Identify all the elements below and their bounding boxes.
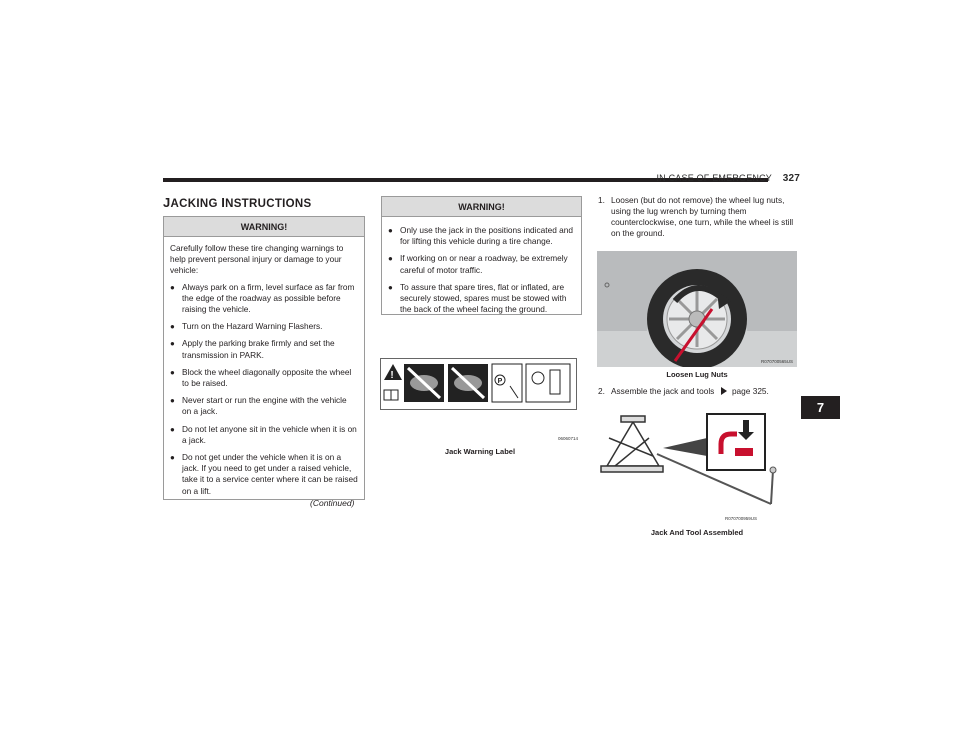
- warning-item: Never start or run the engine with the v…: [170, 395, 358, 417]
- warning-item: Block the wheel diagonally opposite the …: [170, 367, 358, 389]
- page-reference-link[interactable]: page 325.: [731, 386, 769, 396]
- warning-item: Do not let anyone sit in the vehicle whe…: [170, 424, 358, 446]
- continued-note: (Continued): [310, 498, 355, 508]
- warning-item: Always park on a firm, level surface as …: [170, 282, 358, 316]
- jack-label-caption: Jack Warning Label: [444, 447, 516, 456]
- steps-list: 1. Loosen (but do not remove) the wheel …: [598, 195, 798, 239]
- warning-heading: WARNING!: [164, 217, 364, 237]
- figure-code: R070700565US: [761, 359, 793, 364]
- warning-heading: WARNING!: [382, 197, 581, 217]
- assembled-caption: Jack And Tool Assembled: [650, 528, 744, 537]
- page-ref-arrow-icon: [720, 387, 727, 395]
- warning-item: Turn on the Hazard Warning Flashers.: [170, 321, 358, 332]
- warning-list: Always park on a firm, level surface as …: [170, 282, 358, 497]
- warning-item: If working on or near a roadway, be extr…: [388, 253, 575, 275]
- step-2: 2. Assemble the jack and tools page 325.: [598, 386, 769, 396]
- header-rule: [163, 178, 768, 182]
- svg-text:!: !: [390, 370, 393, 381]
- chapter-tab[interactable]: 7: [801, 396, 840, 419]
- warning-list: Only use the jack in the positions indic…: [388, 225, 575, 315]
- warning-item: Only use the jack in the positions indic…: [388, 225, 575, 247]
- page-title: JACKING INSTRUCTIONS: [163, 195, 312, 210]
- warning-item: Apply the parking brake firmly and set t…: [170, 338, 358, 360]
- section-name: IN CASE OF EMERGENCY: [656, 173, 772, 183]
- jack-tool-assembled-image: R070700959US: [600, 413, 777, 521]
- figure-code: R070700959US: [725, 516, 757, 521]
- warning-box-1: WARNING! Carefully follow these tire cha…: [163, 216, 365, 500]
- step-1: 1. Loosen (but do not remove) the wheel …: [598, 195, 794, 238]
- svg-text:P: P: [498, 378, 503, 385]
- warning-item: To assure that spare tires, flat or infl…: [388, 282, 575, 316]
- warning-item: Do not get under the vehicle when it is …: [170, 452, 358, 497]
- warning-intro: Carefully follow these tire changing war…: [170, 243, 344, 276]
- loosen-lug-nuts-image: R070700565US: [597, 251, 797, 367]
- lug-nuts-caption: Loosen Lug Nuts: [666, 370, 728, 379]
- jack-warning-label-image: ! P 06060714: [380, 358, 579, 441]
- figure-code: 06060714: [558, 436, 579, 441]
- warning-box-2: WARNING! Only use the jack in the positi…: [381, 196, 582, 315]
- page-number: 327: [782, 173, 800, 184]
- running-header: IN CASE OF EMERGENCY 327: [640, 173, 800, 184]
